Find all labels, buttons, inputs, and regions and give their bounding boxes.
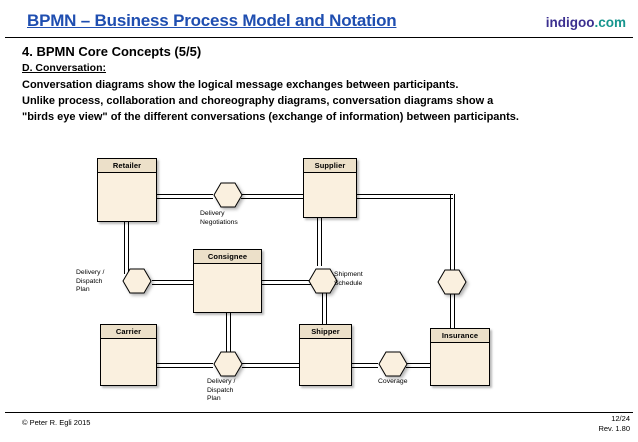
participant-carrier-label: Carrier [101,325,156,339]
body-paragraph-2: Unlike process, collaboration and choreo… [22,95,494,107]
participant-consignee-label: Consignee [194,250,261,264]
slide-header: BPMN – Business Process Model and Notati… [0,0,638,38]
participant-consignee[interactable]: Consignee [193,249,262,313]
conversation-delivery-negotiations-label: Delivery Negotiations [200,210,238,226]
link-delivery-negotiations-supplier [241,194,303,199]
conversation-coverage-label: Coverage [378,378,408,385]
link-carrier-dispatch-plan-bottom [157,363,213,368]
link-retailer-delivery-negotiations [157,194,213,199]
copyright-notice: © Peter R. Egli 2015 [22,418,91,427]
conversation-delivery-dispatch-plan-bottom-label: Delivery / Dispatch Plan [207,378,236,403]
participant-retailer[interactable]: Retailer [97,158,157,222]
link-shipment-schedule-shipper [322,292,327,330]
participant-retailer-label: Retailer [98,159,156,173]
body-paragraph-3: "birds eye view" of the different conver… [22,111,519,123]
logo-tld: .com [594,15,626,30]
indigoo-logo: indigoo.com [546,15,626,30]
page-title: BPMN – Business Process Model and Notati… [27,11,397,30]
logo-name: indigoo [545,15,595,30]
participant-carrier[interactable]: Carrier [100,324,157,386]
link-coverage-insurance [406,363,430,368]
link-unlabeled-hexagon-insurance [450,294,455,330]
link-supplier-right-branch [357,194,453,199]
conversation-shipment-schedule-label: Shipment Schedule [334,271,363,287]
link-dispatch-plan-consignee [152,280,193,285]
bpmn-conversation-diagram: Retailer Supplier Consignee Carrier Ship… [0,140,638,410]
header-divider [5,37,633,38]
link-dispatch-plan-bottom-shipper [242,363,299,368]
participant-insurance[interactable]: Insurance [430,328,490,386]
link-right-branch-vertical [450,194,455,272]
link-consignee-shipment-schedule [262,280,316,285]
participant-insurance-label: Insurance [431,329,489,343]
link-shipper-coverage [352,363,378,368]
subsection-heading: D. Conversation: [22,62,107,74]
link-consignee-dispatch-plan-bottom [226,313,231,355]
section-heading: 4. BPMN Core Concepts (5/5) [22,44,202,59]
page-number-and-revision: 12/24 Rev. 1.80 [598,414,630,433]
link-retailer-dispatch-plan [124,222,129,274]
link-supplier-shipment-schedule [317,218,322,266]
body-paragraph-1: Conversation diagrams show the logical m… [22,79,459,91]
footer-divider [5,412,633,413]
participant-shipper-label: Shipper [300,325,351,339]
participant-supplier-label: Supplier [304,159,356,173]
participant-shipper[interactable]: Shipper [299,324,352,386]
participant-supplier[interactable]: Supplier [303,158,357,218]
conversation-delivery-dispatch-plan-left-label: Delivery / Dispatch Plan [76,269,105,294]
